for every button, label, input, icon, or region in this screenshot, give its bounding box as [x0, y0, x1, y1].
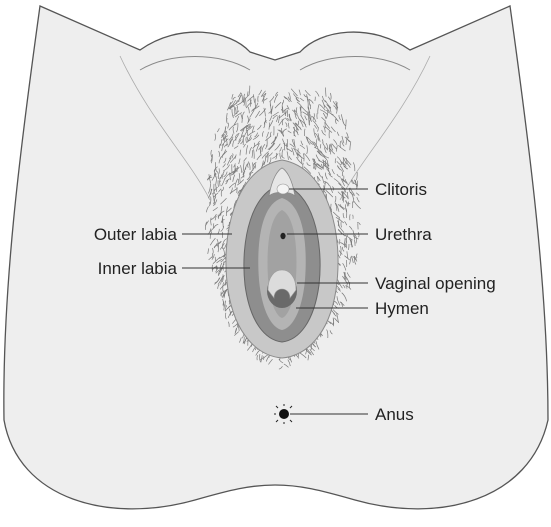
label-clitoris: Clitoris — [375, 180, 427, 199]
label-hymen: Hymen — [375, 299, 429, 318]
anus-dot — [279, 409, 289, 419]
clitoris-shape — [277, 184, 289, 194]
label-outer-labia: Outer labia — [94, 225, 178, 244]
urethra-dot — [280, 233, 285, 239]
label-urethra: Urethra — [375, 225, 432, 244]
label-vaginal-opening: Vaginal opening — [375, 274, 496, 293]
label-inner-labia: Inner labia — [98, 259, 178, 278]
label-anus: Anus — [375, 405, 414, 424]
